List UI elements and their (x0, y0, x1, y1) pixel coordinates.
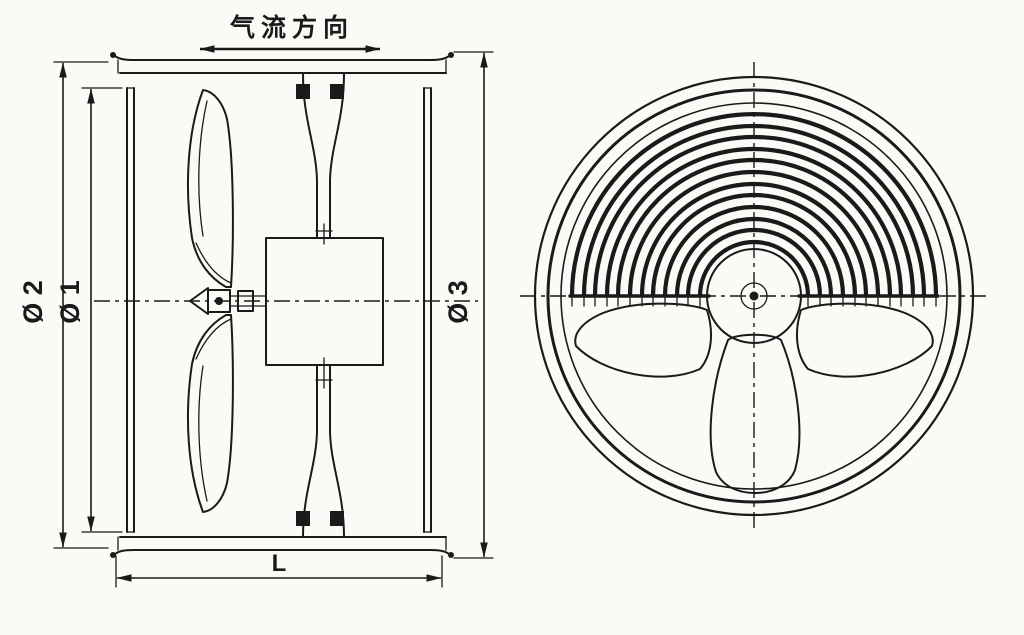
motor (265, 223, 384, 389)
grille-ticks (571, 297, 937, 307)
mount-block (296, 511, 310, 526)
front-view (520, 62, 990, 530)
motor-struts (296, 73, 345, 538)
dia1-label: Ø 1 (55, 280, 85, 324)
dimension-dia3: Ø 3 (443, 51, 494, 559)
side-view: 气流方向 (18, 13, 494, 588)
blade-left (574, 302, 712, 378)
fan-casing (110, 52, 454, 558)
dimension-dia1: Ø 1 (55, 87, 123, 533)
mount-block (330, 511, 344, 526)
dia2-label: Ø 2 (18, 280, 48, 324)
blade-bottom (709, 333, 801, 494)
airflow-direction-label: 气流方向 (229, 13, 354, 42)
dimension-dia2: Ø 2 (18, 61, 109, 549)
mount-block (296, 84, 310, 99)
outlet-ring (423, 87, 432, 533)
length-label: L (272, 550, 287, 577)
airflow-direction: 气流方向 (199, 13, 381, 53)
blade-right (796, 302, 934, 378)
inlet-ring (126, 87, 135, 533)
dia3-label: Ø 3 (443, 280, 473, 324)
fan-blades (574, 302, 934, 494)
dimension-length: L (115, 550, 443, 588)
mount-block (330, 84, 344, 99)
